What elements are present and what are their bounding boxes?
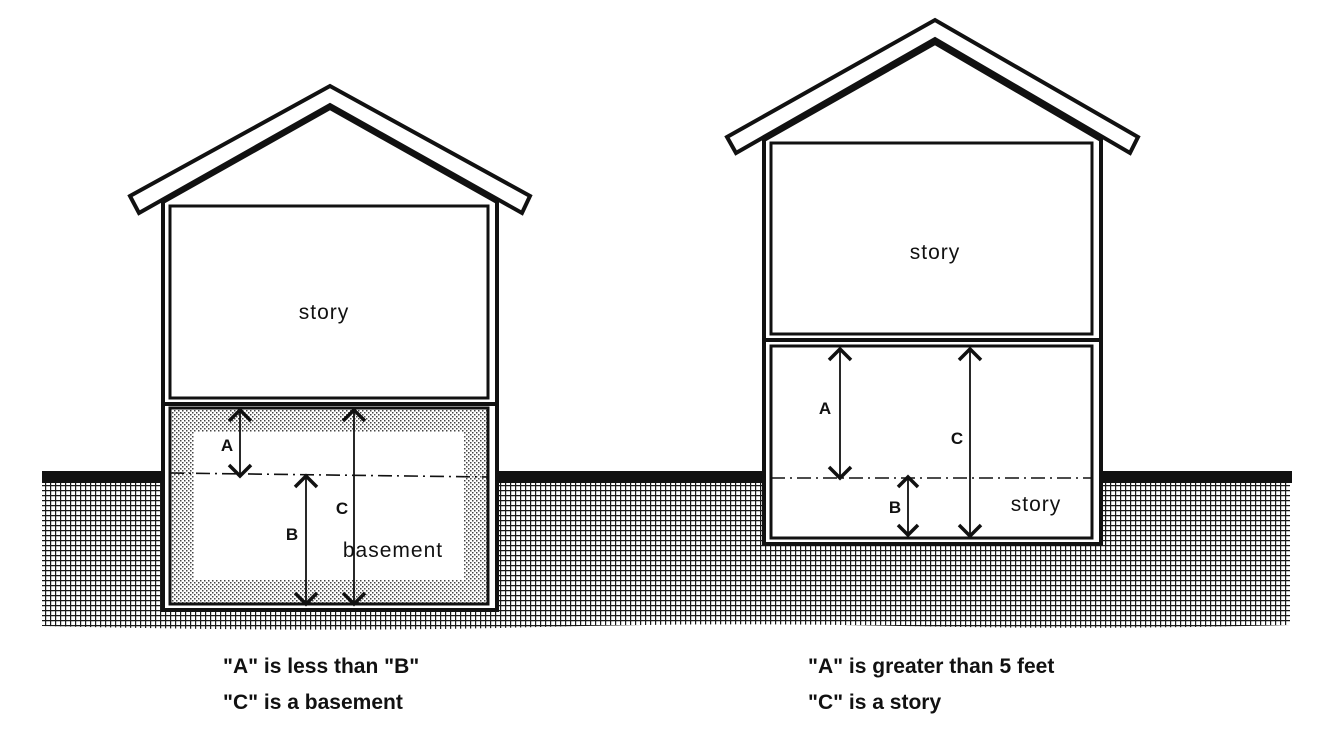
right-caption-line-1: "A" is greater than 5 feet xyxy=(808,655,1054,678)
left-basement-interior xyxy=(194,432,464,580)
right-roof xyxy=(724,17,1141,156)
left-upper-story-label: story xyxy=(299,301,350,324)
left-dimension-b xyxy=(293,473,319,607)
right-dim-a-label: A xyxy=(819,399,831,418)
right-lower-story-room xyxy=(769,344,1094,540)
right-lower-story-label: story xyxy=(1011,493,1062,516)
right-dimension-c xyxy=(957,346,983,539)
captions: "A" is less than "B" "C" is a basement "… xyxy=(223,655,1054,714)
left-basement-label: basement xyxy=(343,539,443,562)
left-dim-c-label: C xyxy=(336,499,348,518)
left-grade-dashdot xyxy=(169,472,489,478)
right-upper-story-room xyxy=(769,141,1094,336)
left-caption-line-2: "C" is a basement xyxy=(223,691,403,714)
right-house: story story A B C xyxy=(724,17,1141,546)
left-dimension-c xyxy=(341,407,367,607)
left-dim-a-label: A xyxy=(221,436,233,455)
left-house: story basement A B C xyxy=(127,83,533,612)
left-roof xyxy=(127,83,533,216)
right-dim-b-label: B xyxy=(889,498,901,517)
left-upper-story-room xyxy=(168,204,490,400)
left-dimension-a xyxy=(227,407,253,479)
right-dimension-a xyxy=(827,346,853,481)
left-dim-b-label: B xyxy=(286,525,298,544)
right-dim-c-label: C xyxy=(951,429,963,448)
left-caption-line-1: "A" is less than "B" xyxy=(223,655,419,678)
right-caption-line-2: "C" is a story xyxy=(808,691,941,714)
right-dimension-b xyxy=(896,474,920,538)
right-upper-story-label: story xyxy=(910,241,961,264)
